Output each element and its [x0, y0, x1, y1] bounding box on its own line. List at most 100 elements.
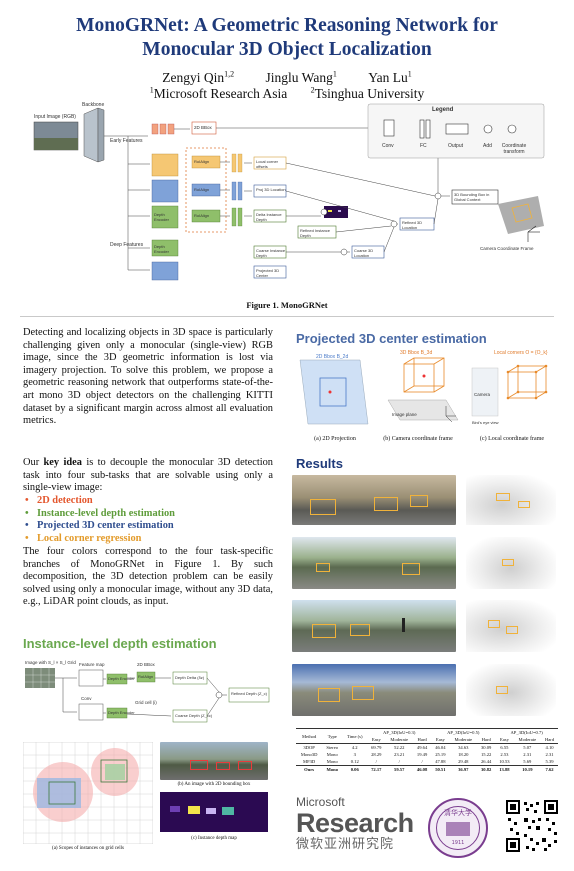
- legend-conv: Conv: [382, 143, 394, 149]
- label-input-image: Input Image (RGB): [34, 114, 76, 120]
- task-list: 2D detection Instance-level depth estima…: [23, 495, 273, 545]
- depth-label-coarse: Coarse Depth (Z_cc): [175, 713, 213, 718]
- th-easy: Easy: [499, 737, 509, 742]
- label-camera-frame: Camera Coordinate Frame: [480, 246, 534, 251]
- th-moderate: Moderate: [454, 737, 473, 742]
- proj-label-image-plane: Image plane: [392, 412, 417, 417]
- label-coarse-depth: Coarse Instance Depth: [256, 248, 286, 258]
- label-delta-depth: Delta Instance Depth: [256, 212, 282, 222]
- tsinghua-seal: 清华大学 1911: [428, 798, 488, 858]
- qr-code-icon[interactable]: [506, 800, 558, 852]
- legend-coord-transform: Coordinate transform: [501, 143, 527, 155]
- caption-local-frame: (c) Local coordinate frame: [479, 436, 545, 442]
- th-hard: Hard: [544, 737, 555, 742]
- results-table-wrap: Method Type Time (s) AP_3D(IoU=0.3) AP_3…: [296, 728, 558, 773]
- key-idea-paragraph: Our key idea is to decouple the monocula…: [23, 457, 273, 494]
- author-list: Zengyi Qin1,2 Jinglu Wang1 Yan Lu1: [0, 66, 574, 86]
- label-depth-encoder-2: Depth Encoder: [154, 212, 169, 222]
- depth-label-encoder-2: Depth Encoder: [108, 710, 135, 715]
- affiliation-2: 2Tsinghua University: [310, 85, 425, 101]
- backbone-block: [83, 107, 99, 163]
- label-refined-depth: Refined Instance Depth: [300, 228, 331, 238]
- th-group-iou05: AP_3D(IoU=0.5): [431, 728, 496, 736]
- logo-ms-small: Microsoft: [296, 795, 345, 809]
- poster-title-line1: MonoGRNet: A Geometric Reasoning Network…: [76, 15, 498, 36]
- label-backbone: Backbone: [82, 102, 105, 108]
- results-table: Method Type Time (s) AP_3D(IoU=0.3) AP_3…: [296, 728, 558, 773]
- figure-1-architecture: Input Image (RGB) Backbone Early Feature…: [28, 100, 548, 300]
- result-pointcloud-2: [466, 537, 556, 589]
- label-roialign-3: RoIAlign: [194, 213, 210, 218]
- section-depth-heading: Instance-level depth estimation: [23, 636, 217, 651]
- label-early-features: Early Features: [110, 138, 143, 144]
- branches-paragraph: The four colors correspond to the four t…: [23, 546, 273, 608]
- seal-emblem-icon: [446, 822, 470, 836]
- camera-scene: [498, 196, 544, 234]
- affiliation-list: 1Microsoft Research Asia 2Tsinghua Unive…: [0, 82, 574, 102]
- label-proj-3d-location: Proj 3D Location: [256, 187, 286, 192]
- affiliation-1: 1Microsoft Research Asia: [149, 85, 288, 101]
- label-coarse-3d: Coarse 3D Location: [354, 248, 374, 258]
- depth-label-conv: Conv: [81, 696, 92, 701]
- label-refined-3d: Refined 3D Location: [402, 220, 423, 230]
- caption-camera-frame: (b) Camera coordinate frame: [383, 436, 453, 442]
- task-projected-center: Projected 3D center estimation: [23, 520, 273, 533]
- result-pointcloud-1: [466, 475, 556, 525]
- legend-output: Output: [448, 143, 464, 149]
- grid-scopes-figure: [22, 741, 154, 845]
- depth-label-image: Image with S_l × S_l Grid: [25, 660, 76, 665]
- th-easy: Easy: [371, 737, 381, 742]
- label-corner-offsets: Local corner offsets: [256, 159, 279, 169]
- result-photo-4: [292, 664, 456, 716]
- microsoft-research-logo: Microsoft Research 微软亚洲研究院: [296, 796, 420, 856]
- depth-pipeline-diagram: Image with S_l × S_l Grid Feature map Co…: [23, 658, 273, 738]
- depth-label-bbox2d: 2D BBox: [137, 662, 155, 667]
- result-photo-3: [292, 600, 456, 652]
- section-projected-heading: Projected 3D center estimation: [296, 331, 487, 346]
- result-pointcloud-4: [466, 664, 556, 716]
- proj-label-2d-bbox: 2D Bbox B_2d: [316, 354, 349, 360]
- architecture-diagram: [33, 103, 545, 281]
- instance-depth-map: [160, 792, 268, 832]
- legend-add: Add: [483, 143, 492, 149]
- caption-2d-projection: (a) 2D Projection: [314, 436, 356, 442]
- proj-label-birds-eye: Bird's eye view: [472, 420, 499, 425]
- proj-label-camera: Camera: [474, 392, 491, 397]
- depth-label-roi: RoIAlign: [138, 674, 154, 679]
- th-type: Type: [322, 728, 343, 744]
- legend-title: Legend: [432, 107, 454, 113]
- proj-label-local-corners: Local corners O = {O_k}: [494, 350, 548, 356]
- intro-paragraph: Detecting and localizing objects in 3D s…: [23, 327, 273, 427]
- street-photo-2d-bbox: [160, 742, 268, 780]
- result-pointcloud-3: [466, 600, 556, 652]
- seal-year: 1911: [451, 840, 465, 846]
- th-hard: Hard: [481, 737, 491, 742]
- depth-label-delta: Depth Delta (δz): [175, 675, 205, 680]
- label-roialign-2: RoIAlign: [194, 187, 210, 192]
- depth-label-encoder-1: Depth Encoder: [108, 676, 135, 681]
- task-local-corner: Local corner regression: [23, 533, 273, 546]
- th-moderate: Moderate: [518, 737, 537, 742]
- label-deep-features: Deep Features: [110, 242, 144, 248]
- depth-label-refined: Refined Depth (Z_c): [231, 691, 268, 696]
- task-2d-detection: 2D detection: [23, 495, 273, 508]
- result-photo-1: [292, 475, 456, 525]
- label-projected-center: Projected 3D Center: [256, 268, 280, 278]
- author-3: Yan Lu1: [368, 69, 412, 85]
- th-group-iou07: AP_3D(IoU=0.7): [495, 728, 558, 736]
- section-results-heading: Results: [296, 456, 343, 471]
- poster-title-line2: Monocular 3D Object Localization: [142, 39, 432, 60]
- key-idea-term: key idea: [43, 457, 82, 468]
- logo-ms-big: Research: [296, 808, 414, 838]
- th-moderate: Moderate: [390, 737, 408, 742]
- divider: [20, 316, 554, 317]
- logo-ms-cn: 微软亚洲研究院: [296, 837, 395, 852]
- task-instance-depth: Instance-level depth estimation: [23, 508, 273, 521]
- label-bbox2d: 2D BBox: [194, 125, 212, 130]
- th-method: Method: [296, 728, 323, 744]
- depth-label-gridcell: Grid cell (i): [135, 700, 157, 705]
- author-1: Zengyi Qin1,2: [162, 69, 235, 85]
- figure-1-caption: Figure 1. MonoGRNet: [246, 300, 328, 310]
